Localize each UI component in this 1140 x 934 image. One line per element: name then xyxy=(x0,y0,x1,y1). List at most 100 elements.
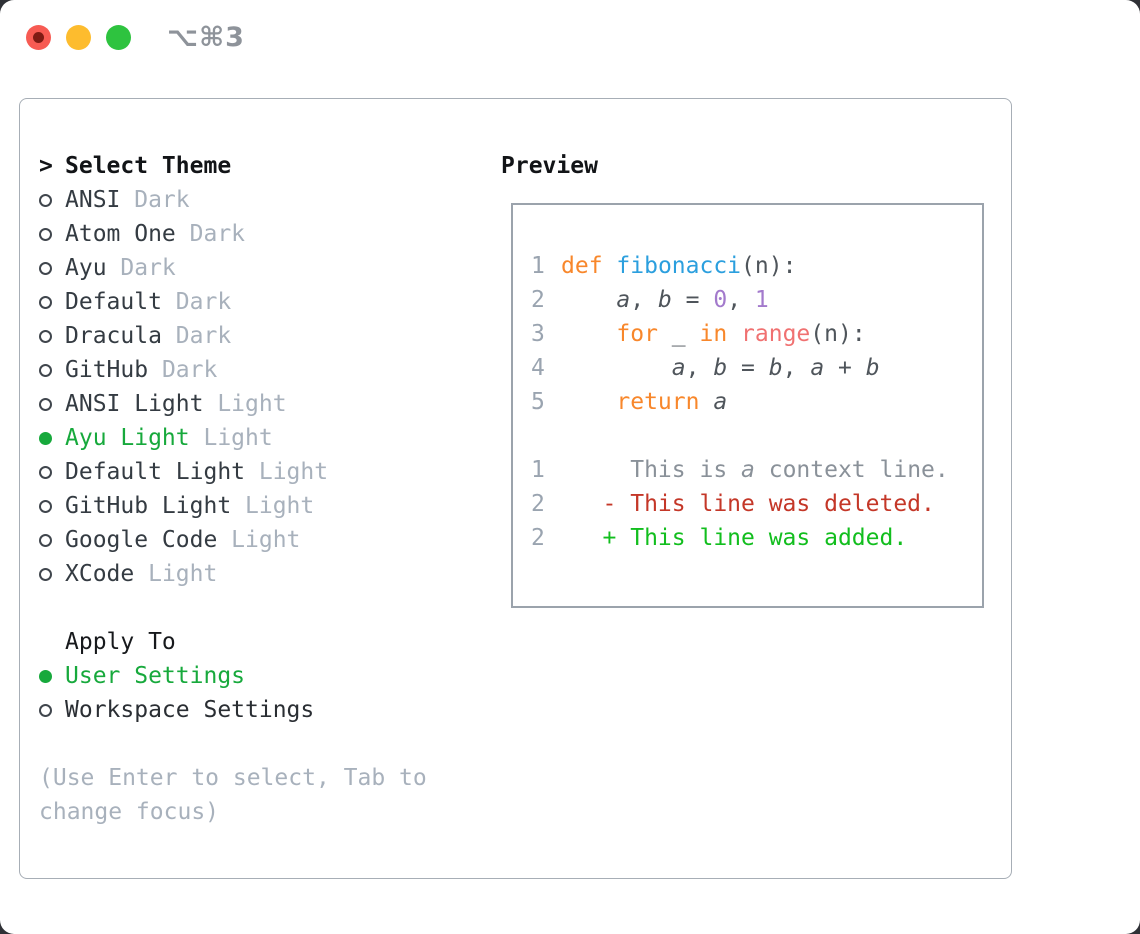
minimize-button[interactable] xyxy=(66,25,91,50)
code-token-ctxv: a xyxy=(741,457,755,483)
code-token-p: = xyxy=(671,287,714,313)
radio-icon xyxy=(39,227,52,241)
hint-text: (Use Enter to select, Tab to change focu… xyxy=(39,765,427,825)
apply-to-header: Apply To xyxy=(39,625,439,659)
apply-to-title: Apply To xyxy=(65,629,176,655)
titlebar: ⌥⌘3 xyxy=(0,0,1140,98)
theme-option[interactable]: Default Dark xyxy=(39,285,439,319)
line-number: 1 xyxy=(531,253,545,279)
theme-variant-label: Light xyxy=(245,493,315,519)
theme-variant-label: Light xyxy=(231,527,301,553)
theme-option[interactable]: Google Code Light xyxy=(39,523,439,557)
option-label: Google Code xyxy=(65,527,218,553)
code-token-k: def xyxy=(561,253,603,279)
select-theme-header: > Select Theme xyxy=(39,149,439,183)
code-token-v: b xyxy=(768,355,783,381)
option-label: ANSI Light xyxy=(65,391,204,417)
close-button[interactable] xyxy=(26,25,51,50)
code-line: 2 + This line was added. xyxy=(531,521,982,555)
select-theme-title: Select Theme xyxy=(65,153,232,179)
theme-option[interactable]: ANSI Dark xyxy=(39,183,439,217)
code-token-p xyxy=(699,389,713,415)
line-number: 3 xyxy=(531,321,545,347)
theme-option[interactable]: ANSI Light Light xyxy=(39,387,439,421)
radio-icon xyxy=(39,363,52,377)
theme-option[interactable]: Ayu Dark xyxy=(39,251,439,285)
code-token-p xyxy=(561,389,616,415)
radio-icon xyxy=(39,499,52,513)
option-label: Atom One xyxy=(65,221,176,247)
spacer xyxy=(39,727,439,761)
code-token-p xyxy=(561,355,672,381)
code-token-ctx: This is xyxy=(561,457,742,483)
radio-icon xyxy=(39,703,52,717)
code-line: 2 - This line was deleted. xyxy=(531,487,982,521)
theme-variant-label: Dark xyxy=(120,255,176,281)
theme-variant-label: Light xyxy=(258,459,329,485)
preview-title: Preview xyxy=(501,153,598,179)
code-token-f: fibonacci xyxy=(616,253,742,279)
radio-icon xyxy=(39,567,52,581)
theme-variant-label: Light xyxy=(217,391,287,417)
code-token-n: 0 xyxy=(713,287,728,313)
radio-icon xyxy=(39,193,52,207)
theme-variant-label: Dark xyxy=(161,357,218,383)
radio-icon xyxy=(39,261,52,275)
code-token-del: - This line was deleted. xyxy=(561,491,935,517)
code-token-p: _ xyxy=(657,321,700,347)
radio-icon xyxy=(39,397,52,411)
radio-icon xyxy=(39,533,52,547)
line-number: 2 xyxy=(531,525,545,551)
code-token-add: + This line was added. xyxy=(561,525,908,551)
spacer xyxy=(39,591,439,625)
option-label: Ayu xyxy=(65,255,107,281)
line-number: 4 xyxy=(531,355,545,381)
code-token-v: a xyxy=(713,389,728,415)
prompt-caret-icon: > xyxy=(39,153,53,179)
code-token-ctx: context line. xyxy=(754,457,949,483)
code-token-v: a xyxy=(616,287,631,313)
theme-variant-label: Dark xyxy=(175,289,232,315)
option-label: User Settings xyxy=(65,663,246,689)
radio-icon xyxy=(39,465,52,479)
option-label: ANSI xyxy=(65,187,121,213)
code-token-k: for xyxy=(616,321,658,347)
blank-line xyxy=(531,419,982,453)
theme-variant-label: Light xyxy=(148,561,218,587)
code-line: 1 This is a context line. xyxy=(531,453,982,487)
code-token-p xyxy=(561,321,616,347)
code-token-p: (n): xyxy=(810,321,866,347)
code-token-p: , xyxy=(685,355,714,381)
code-token-v: b xyxy=(713,355,728,381)
line-number: 2 xyxy=(531,491,545,517)
code-line: 2 a, b = 0, 1 xyxy=(531,283,982,317)
radio-selected-icon xyxy=(39,669,52,683)
option-label: Dracula xyxy=(65,323,162,349)
code-token-p: = xyxy=(727,355,769,381)
option-label: Default xyxy=(65,289,162,315)
apply-option[interactable]: User Settings xyxy=(39,659,439,693)
code-line: 5 return a xyxy=(531,385,982,419)
apply-option[interactable]: Workspace Settings xyxy=(39,693,439,727)
window-shortcut-label: ⌥⌘3 xyxy=(167,22,245,53)
line-number: 1 xyxy=(531,457,545,483)
code-token-p: , xyxy=(630,287,658,313)
theme-variant-label: Dark xyxy=(134,187,190,213)
radio-icon xyxy=(39,295,52,309)
code-token-v: a xyxy=(810,355,825,381)
maximize-button[interactable] xyxy=(106,25,131,50)
code-token-p: , xyxy=(727,287,755,313)
code-line: 3 for _ in range(n): xyxy=(531,317,982,351)
